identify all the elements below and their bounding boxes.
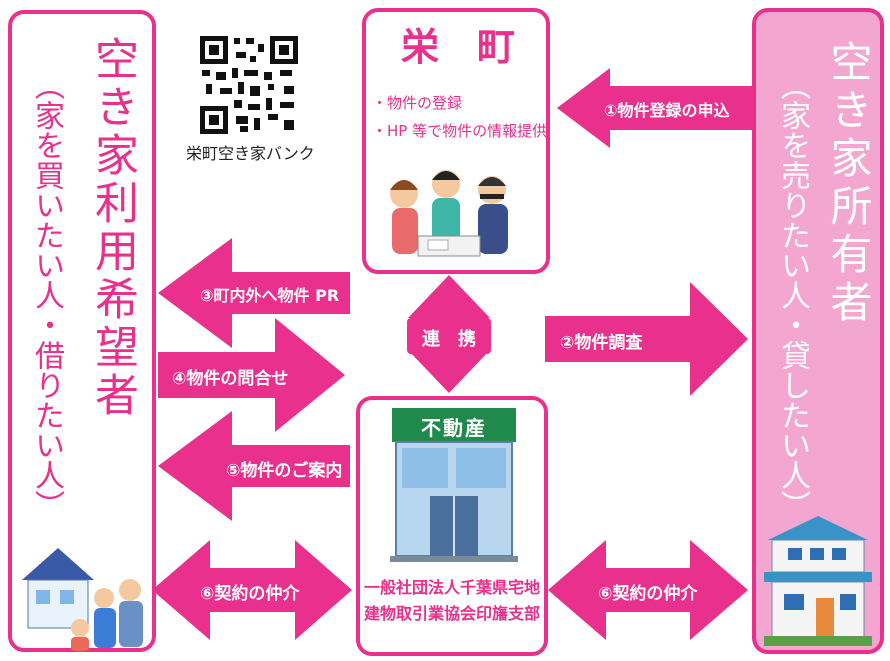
buyer-subtitle: （家を買いたい人・借りたい人） xyxy=(29,70,64,520)
owner-subtitle: （家を売りたい人・貸したい人） xyxy=(775,70,810,520)
arrow-5-shape xyxy=(158,411,350,521)
agency-name-line1: 一般社団法人千葉県宅地 xyxy=(363,578,540,597)
qr-caption: 栄町空き家バンク xyxy=(186,144,315,163)
buyer-title: 空き家利用希望者 xyxy=(87,36,138,420)
arrow-5-label: ⑤物件のご案内 xyxy=(226,461,343,481)
arrow-6-right-label: ⑥契約の仲介 xyxy=(598,584,698,604)
town-item-2: ・HP 等で物件の情報提供 xyxy=(372,122,548,140)
arrow-6-right-shape xyxy=(548,540,748,640)
link-label-bg xyxy=(407,318,491,354)
buyer-panel xyxy=(8,10,156,652)
arrow-1-label: ①物件登録の申込 xyxy=(604,101,730,120)
arrow-2-label: ②物件調査 xyxy=(560,333,643,353)
arrow-3-label: ③町内外へ物件 PR xyxy=(200,286,340,305)
agency-sign: 不動産 xyxy=(421,416,487,440)
link-label: 連 携 xyxy=(422,329,476,350)
owner-title: 空き家所有者 xyxy=(824,40,873,328)
agency-name-line2: 建物取引業協会印旛支部 xyxy=(363,604,540,623)
arrow-1-shape xyxy=(557,68,752,148)
town-title: 栄 町 xyxy=(400,25,515,69)
arrow-3-shape xyxy=(158,238,350,348)
arrow-2-shape xyxy=(545,282,748,396)
arrow-4-shape xyxy=(158,318,345,432)
arrow-6-left-label: ⑥契約の仲介 xyxy=(200,584,300,604)
town-item-1: ・物件の登録 xyxy=(372,94,463,112)
arrow-6-left-shape xyxy=(152,540,352,640)
arrow-4-label: ④物件の問合せ xyxy=(172,369,289,389)
